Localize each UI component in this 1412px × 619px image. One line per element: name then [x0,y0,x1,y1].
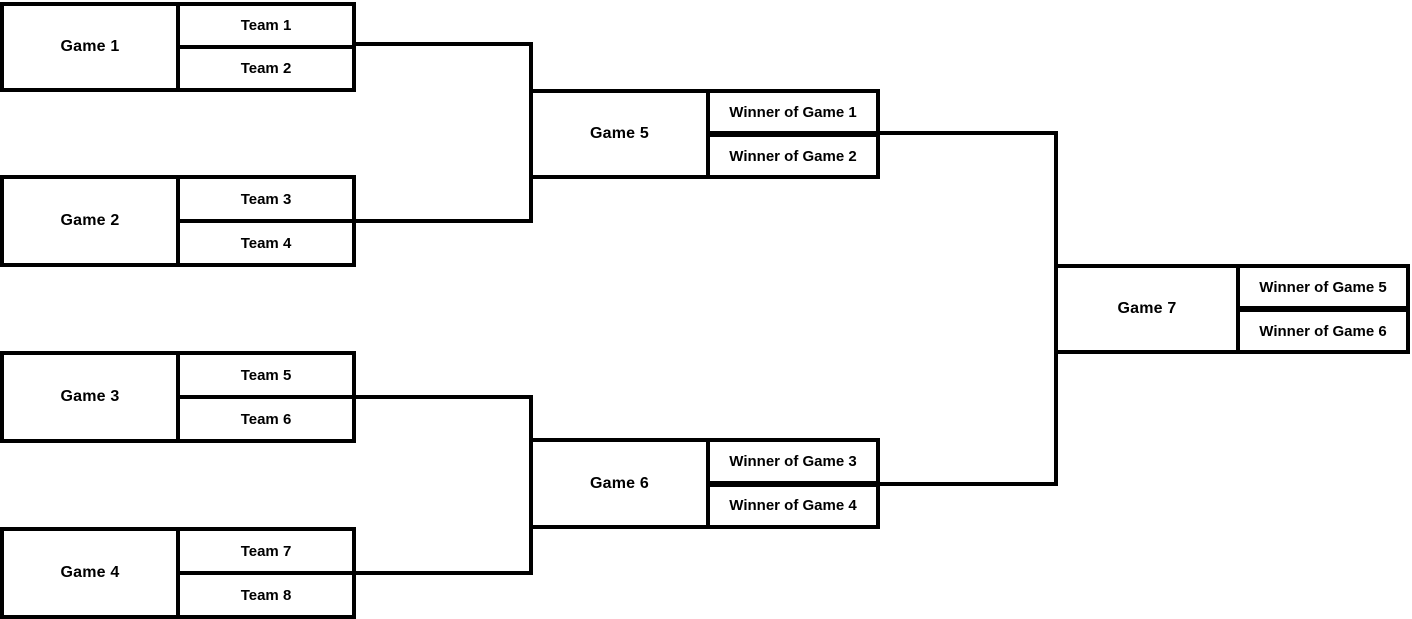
game-6-title: Game 6 [533,442,710,525]
connector-game5-out [880,131,1058,135]
game-4-box: Game 4 Team 7 Team 8 [0,527,356,619]
game-5-box: Game 5 Winner of Game 1 Winner of Game 2 [529,89,880,179]
game-2-slots: Team 3 Team 4 [180,179,352,263]
game-1-slot-team-1: Team 1 [240,17,292,34]
game-1-slot-team-2: Team 2 [180,45,352,88]
game-2-slot-team-3: Team 3 [240,190,292,208]
game-6-slot-winner-of-game-3: Winner of Game 3 [729,452,857,470]
game-3-title: Game 3 [4,355,180,439]
connector-game4-out [356,571,533,575]
game-7-slot-winner-of-game-6: Winner of Game 6 [1240,306,1406,350]
game-4-slot-team-8: Team 8 [180,571,352,615]
game-6-box: Game 6 Winner of Game 3 Winner of Game 4 [529,438,880,529]
game-2-title: Game 2 [4,179,180,263]
game-3-slot-team-5: Team 5 [240,366,292,384]
game-7-slot-winner-of-game-5: Winner of Game 5 [1259,278,1387,296]
game-6-slot-winner-of-game-4: Winner of Game 4 [710,480,876,526]
connector-game6-join [529,395,533,575]
connector-game1-out [356,42,533,46]
game-3-slot-team-6: Team 6 [180,395,352,439]
game-3-slots: Team 5 Team 6 [180,355,352,439]
game-5-slots: Winner of Game 1 Winner of Game 2 [710,93,876,175]
game-4-title: Game 4 [4,531,180,615]
game-5-title: Game 5 [533,93,710,175]
game-1-title: Game 1 [4,6,180,88]
connector-game3-out [356,395,533,399]
game-7-box: Game 7 Winner of Game 5 Winner of Game 6 [1054,264,1410,354]
connector-game5-join [529,42,533,223]
game-4-slots: Team 7 Team 8 [180,531,352,615]
game-1-box: Game 1 Team 1 Team 2 [0,2,356,92]
connector-game2-out [356,219,533,223]
connector-game7-join [1054,131,1058,486]
game-7-slots: Winner of Game 5 Winner of Game 6 [1240,268,1406,350]
game-7-title: Game 7 [1058,268,1240,350]
game-5-slot-winner-of-game-1: Winner of Game 1 [729,103,857,121]
game-3-box: Game 3 Team 5 Team 6 [0,351,356,443]
game-6-slots: Winner of Game 3 Winner of Game 4 [710,442,876,525]
game-2-slot-team-4: Team 4 [180,219,352,263]
game-5-slot-winner-of-game-2: Winner of Game 2 [710,131,876,175]
game-2-box: Game 2 Team 3 Team 4 [0,175,356,267]
game-4-slot-team-7: Team 7 [240,542,292,560]
connector-game6-out [880,482,1058,486]
game-1-slots: Team 1 Team 2 [180,6,352,88]
